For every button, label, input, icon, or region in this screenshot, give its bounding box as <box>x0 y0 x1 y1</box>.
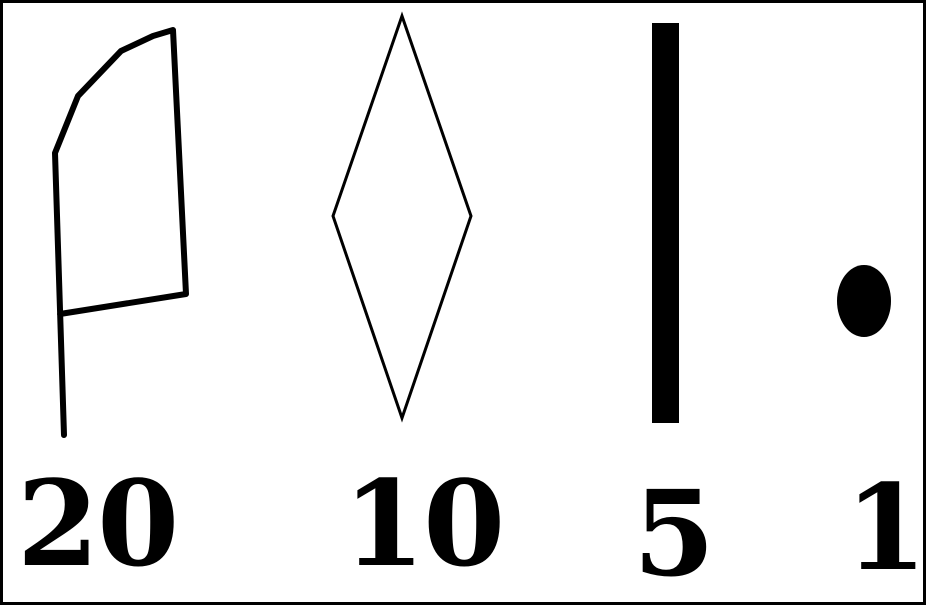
value-label-5: 5 <box>633 464 715 603</box>
bar-icon <box>652 23 679 423</box>
diamond-icon <box>331 11 473 423</box>
value-label-20: 20 <box>17 454 179 593</box>
value-label-1: 1 <box>845 458 926 597</box>
numeral-glyphs <box>52 11 891 438</box>
flag-icon <box>52 27 189 438</box>
dot-icon <box>837 265 891 337</box>
value-label-10: 10 <box>343 454 505 593</box>
